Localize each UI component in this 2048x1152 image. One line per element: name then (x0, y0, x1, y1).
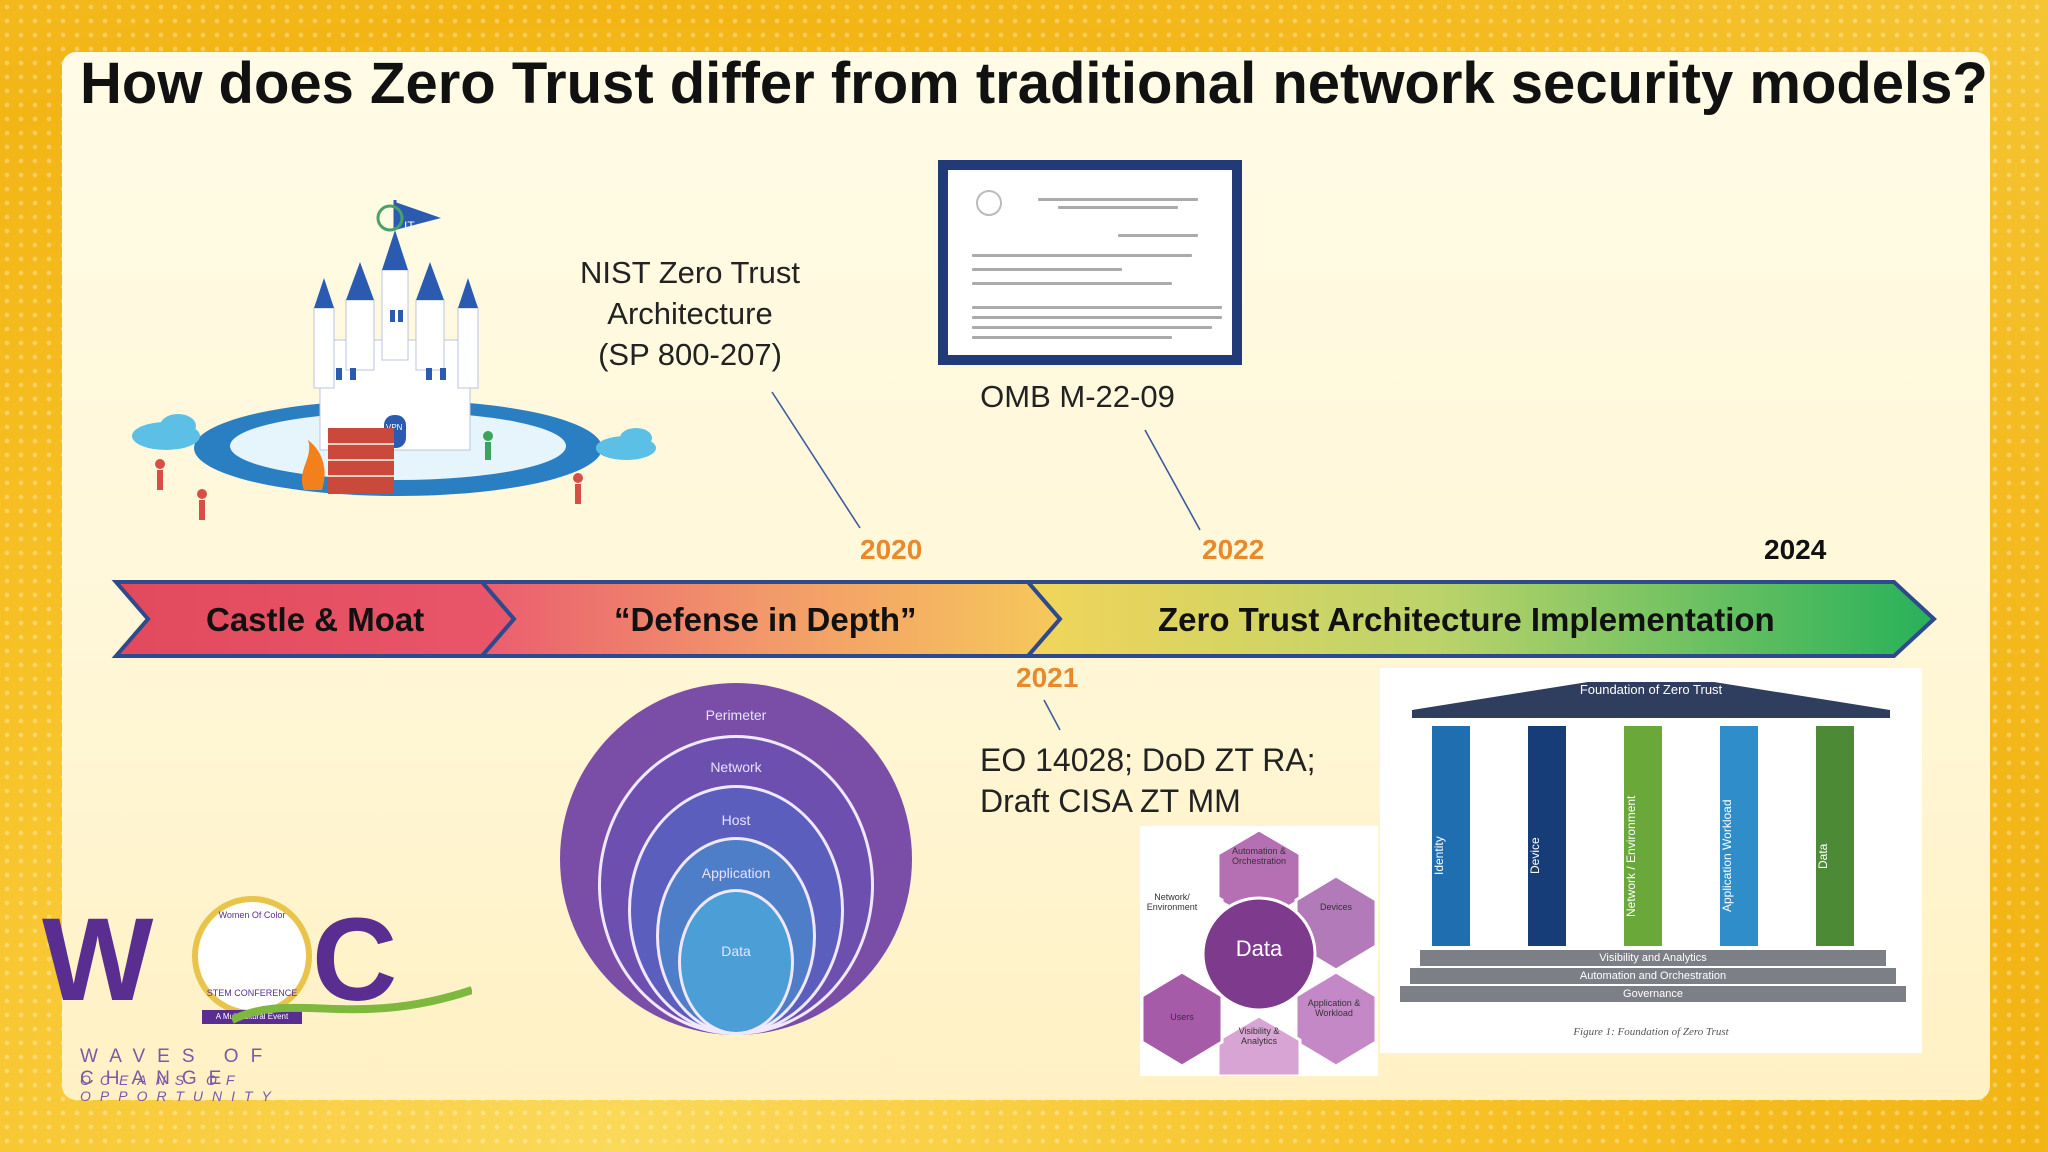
eo-label: EO 14028; DoD ZT RA; Draft CISA ZT MM (980, 740, 1320, 822)
hex-visibility: Visibility & Analytics (1238, 1026, 1280, 1046)
pillar-application: Application Workload (1720, 726, 1758, 946)
nist-label-line2: Architecture (607, 296, 773, 331)
hex-automation: Automation & Orchestration (1231, 846, 1287, 866)
pillar-network-label: Network / Environment (1624, 795, 1638, 917)
year-2024: 2024 (1764, 534, 1827, 565)
castle-flag-label: IT (404, 219, 415, 233)
pillar-device: Device (1528, 726, 1566, 946)
eo-leader-line (1043, 699, 1061, 731)
nist-label-line1: NIST Zero Trust (580, 255, 800, 290)
layer-host: Host (721, 812, 751, 828)
logo-tagline-oceans: OCEANS OF OPPORTUNITY (80, 1072, 280, 1104)
layer-application: Application (701, 865, 771, 881)
logo-ring-bottom: STEM CONFERENCE (206, 988, 298, 998)
pillar-identity-label: Identity (1432, 836, 1446, 876)
nist-leader-line (771, 391, 861, 529)
eo-label-line2: Draft CISA ZT MM (980, 783, 1241, 819)
timeline-phase-zero-trust: Zero Trust Architecture Implementation (1158, 601, 1775, 638)
year-2020: 2020 (860, 534, 923, 565)
pillar-data: Data (1816, 726, 1854, 946)
step-automation: Automation and Orchestration (1410, 968, 1896, 984)
logo-letter-w: W (42, 894, 154, 1026)
omb-leader-line (1144, 429, 1201, 531)
logo-tagline-waves: WAVES OF CHANGE (80, 1046, 275, 1089)
pillar-device-label: Device (1528, 837, 1542, 875)
nist-label-line3: (SP 800-207) (598, 337, 782, 372)
pillar-application-label: Application Workload (1720, 799, 1734, 913)
hex-devices: Devices (1319, 902, 1352, 912)
defense-in-depth-rings: Perimeter Network Host Application Data (560, 683, 912, 1035)
omb-label: OMB M-22-09 (980, 379, 1175, 414)
layer-network: Network (710, 759, 762, 775)
hex-network: Network/ Environment (1146, 892, 1198, 912)
hex-users: Users (1170, 1012, 1194, 1022)
omb-memo-thumbnail (938, 160, 1242, 365)
year-2021: 2021 (1016, 662, 1079, 693)
timeline-phase-castle-moat: Castle & Moat (206, 601, 425, 638)
hex-application: Application & Workload (1307, 998, 1361, 1018)
slide-title: How does Zero Trust differ from traditio… (80, 51, 1988, 116)
pillar-network: Network / Environment (1624, 726, 1662, 946)
pillars-title: Foundation of Zero Trust (1579, 682, 1723, 697)
year-2022: 2022 (1202, 534, 1265, 565)
step-visibility: Visibility and Analytics (1420, 950, 1886, 966)
step-governance: Governance (1400, 986, 1906, 1002)
pillar-data-label: Data (1816, 843, 1830, 869)
layer-perimeter: Perimeter (705, 707, 767, 723)
castle-and-moat-illustration: IT VPN (132, 200, 656, 520)
timeline-phase-defense-in-depth: “Defense in Depth” (614, 601, 917, 638)
data-hexagon-diagram: Data Automation & Orchestration Devices … (1140, 826, 1378, 1076)
layer-data: Data (721, 943, 751, 959)
pillars-caption: Figure 1: Foundation of Zero Trust (1573, 1026, 1729, 1038)
castle-gate-label: VPN (386, 423, 403, 432)
nist-label: NIST Zero Trust Architecture (SP 800-207… (540, 252, 840, 375)
pillar-identity: Identity (1432, 726, 1470, 946)
woc-logo: W Women Of Color STEM CONFERENCE A Multi… (42, 894, 472, 1104)
logo-ring-top: Women Of Color (218, 910, 286, 920)
eo-label-line1: EO 14028; DoD ZT RA; (980, 742, 1316, 778)
logo-letter-c: C (312, 894, 398, 1026)
zero-trust-pillars-diagram: Foundation of Zero Trust Identity Device… (1380, 668, 1922, 1053)
hex-center-data: Data (1235, 936, 1283, 961)
timeline-arrow (111, 580, 1937, 658)
